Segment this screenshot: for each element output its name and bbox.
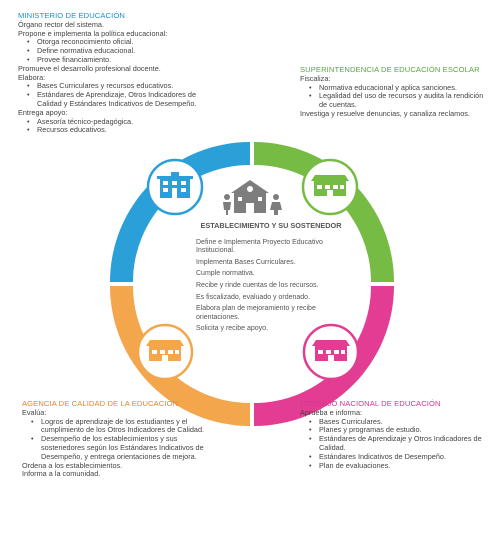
agencia-lead: Evalúa:: [22, 407, 47, 417]
ministerio-promueve: Promueve el desarrollo profesional docen…: [18, 63, 161, 73]
agencia-block: AGENCIA DE CALIDAD DE LA EDUCACIÓN Evalú…: [22, 399, 222, 479]
school-house-icon-pink: [302, 323, 360, 381]
list-item: Asesoría técnico-pedagógica.: [27, 117, 208, 127]
establecimiento-title: ESTABLECIMIENTO Y SU SOSTENEDOR: [200, 221, 342, 230]
list-item: Define e Implementa Proyecto Educativo I…: [196, 238, 323, 255]
superintendencia-lead: Fiscaliza:: [300, 73, 331, 83]
building-icon: [146, 158, 204, 216]
agencia-ordena: Ordena a los establecimientos.: [22, 460, 123, 470]
list-item: Recursos educativos.: [27, 126, 208, 135]
establecimiento-block: ESTABLECIMIENTO Y SU SOSTENEDOR Define e…: [196, 221, 346, 337]
consejo-lead: Aprueba e informa:: [300, 407, 363, 417]
list-item: Implementa Bases Curriculares.: [196, 258, 296, 266]
superintendencia-title: SUPERINTENDENCIA DE EDUCACIÓN ESCOLAR: [300, 65, 480, 74]
ministerio-propone-list: Otorga reconocimiento oficial. Define no…: [18, 38, 208, 65]
list-item: Normativa educacional y aplica sanciones…: [309, 83, 490, 93]
list-item: Legalidad del uso de recursos y audita l…: [309, 92, 490, 110]
list-item: Estándares de Aprendizaje, Otros Indicad…: [27, 90, 208, 109]
ministerio-elabora-lead: Elabora:: [18, 72, 46, 82]
agencia-title: AGENCIA DE CALIDAD DE LA EDUCACIÓN: [22, 399, 179, 408]
ministerio-block: MINISTERIO DE EDUCACIÓN Órgano rector de…: [18, 11, 208, 136]
ring-segment-consejo: [254, 286, 394, 426]
list-item: Logros de aprendizaje de los estudiantes…: [31, 417, 222, 436]
consejo-title: CONSEJO NACIONAL DE EDUCACIÓN: [300, 399, 441, 408]
list-item: Es fiscalizado, evaluado y ordenado.: [196, 293, 311, 301]
superintendencia-investiga: Investiga y resuelve denuncias, y canali…: [300, 108, 470, 118]
list-item: Recibe y rinde cuentas de los recursos.: [196, 281, 319, 289]
list-item: Bases Curriculares.: [309, 417, 492, 427]
school-with-people-icon: [223, 180, 282, 215]
list-item: Planes y programas de estudio.: [309, 426, 492, 435]
list-item: Desempeño de los establecimientos y sus …: [31, 434, 222, 461]
school-house-icon-green: [301, 158, 359, 216]
consejo-block: CONSEJO NACIONAL DE EDUCACIÓN Aprueba e …: [300, 399, 492, 471]
list-item: Estándares Indicativos de Desempeño.: [309, 452, 492, 462]
agencia-informa: Informa a la comunidad.: [22, 469, 101, 479]
list-item: Cumple normativa.: [196, 270, 255, 278]
ministerio-elabora-list: Bases Curriculares y recursos educativos…: [18, 82, 208, 108]
ministerio-intro: Órgano rector del sistema.: [18, 19, 104, 29]
agencia-list: Logros de aprendizaje de los estudiantes…: [22, 417, 222, 462]
superintendencia-block: SUPERINTENDENCIA DE EDUCACIÓN ESCOLAR Fi…: [300, 65, 490, 119]
consejo-list: Bases Curriculares. Planes y programas d…: [300, 417, 492, 471]
list-item: Solicita y recibe apoyo.: [196, 325, 268, 333]
list-item: Define normativa educacional.: [27, 46, 208, 56]
ministerio-entrega-lead: Entrega apoyo:: [18, 107, 68, 117]
superintendencia-list: Normativa educacional y aplica sanciones…: [300, 83, 490, 110]
list-item: Provee financiamiento.: [27, 55, 208, 65]
list-item: Plan de evaluaciones.: [309, 461, 492, 471]
list-item: Bases Curriculares y recursos educativos…: [27, 82, 208, 91]
school-house-icon-orange: [136, 323, 194, 381]
ministerio-entrega-list: Asesoría técnico-pedagógica. Recursos ed…: [18, 117, 208, 136]
ministerio-title: MINISTERIO DE EDUCACIÓN: [18, 11, 125, 20]
list-item: Otorga reconocimiento oficial.: [27, 38, 208, 47]
list-item: Elabora plan de mejoramiento y recibe or…: [196, 305, 316, 321]
list-item: Estándares de Aprendizaje y Otros Indica…: [309, 434, 492, 453]
ministerio-propone-lead: Propone e implementa la política educaci…: [18, 28, 168, 38]
